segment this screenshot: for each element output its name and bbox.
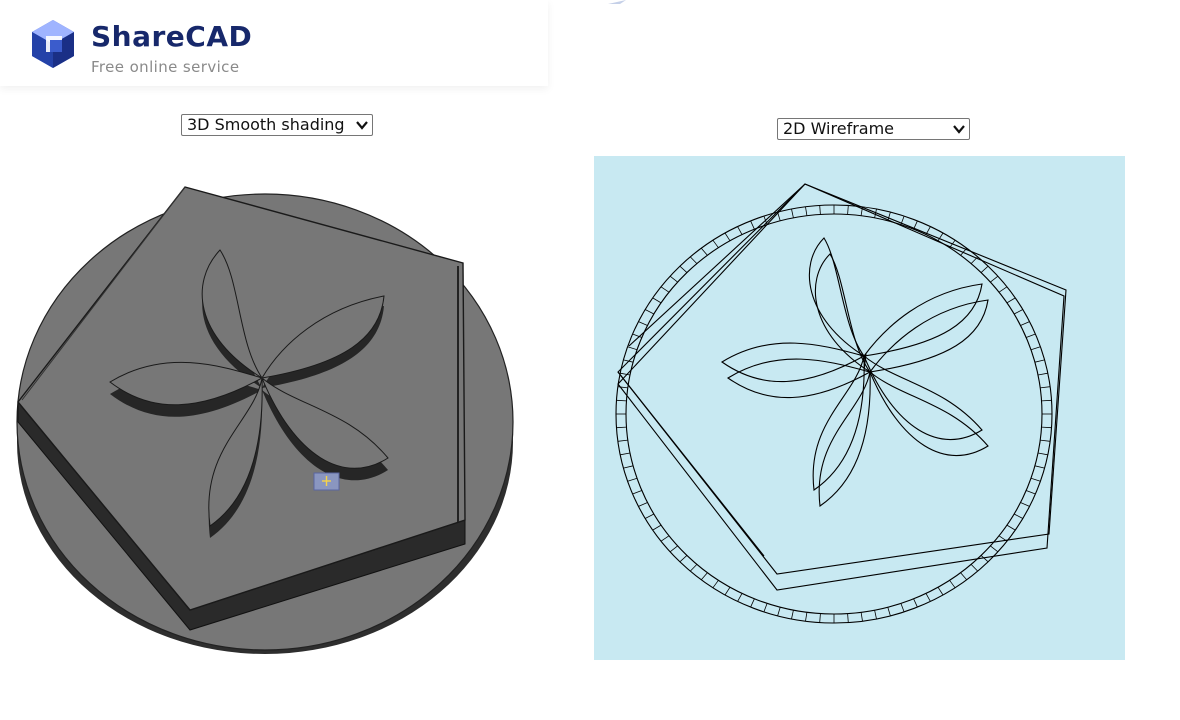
decorative-shape (608, 0, 626, 4)
view-mode-select-left[interactable]: 3D Smooth shading (181, 114, 373, 136)
view-mode-value: 3D Smooth shading (187, 115, 345, 134)
crosshair-cursor-icon (313, 472, 340, 491)
view-mode-value: 2D Wireframe (783, 119, 895, 138)
brand-tagline: Free online service (91, 58, 240, 76)
app-header: ShareCAD Free online service (0, 0, 548, 86)
shaded-model (16, 186, 514, 654)
cad-viewport-3d[interactable] (0, 150, 548, 670)
cube-logo-icon[interactable] (28, 18, 78, 70)
view-mode-select-right[interactable]: 2D Wireframe (777, 118, 970, 140)
brand-name[interactable]: ShareCAD (91, 20, 253, 53)
flower-pocket (109, 249, 389, 538)
wireframe-model (615, 183, 1067, 624)
chevron-down-icon (953, 125, 965, 134)
chevron-down-icon (356, 121, 368, 130)
cad-viewport-2d[interactable] (594, 156, 1125, 660)
